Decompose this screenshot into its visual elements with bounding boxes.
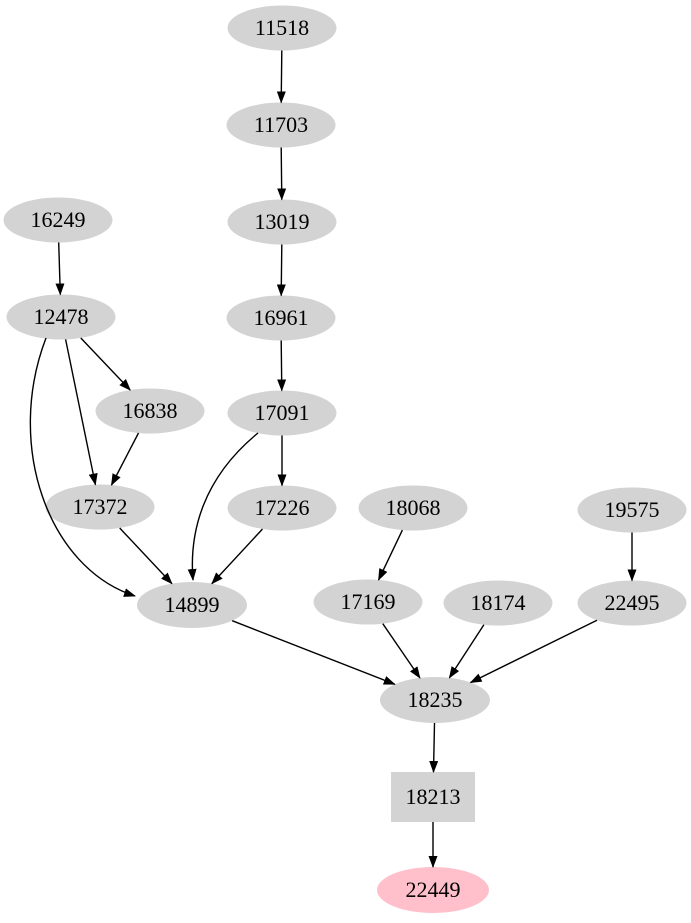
node-label-17091: 17091 [255,400,310,425]
node-label-19575: 19575 [605,497,660,522]
node-18235: 18235 [380,677,490,723]
node-label-11518: 11518 [255,15,309,40]
node-13019: 13019 [227,199,337,245]
edge-17169-18235 [382,623,421,679]
edge-12478-16838 [80,337,131,391]
edge-11518-11703 [276,50,286,104]
node-ellipse-16961 [226,295,336,341]
node-label-13019: 13019 [255,209,310,234]
node-label-17372: 17372 [73,494,128,519]
node-ellipse-17169 [313,579,423,625]
node-ellipse-11518 [227,5,337,51]
node-19575: 19575 [577,487,687,533]
edge-14899-18235 [231,620,396,685]
edge-13019-16961 [276,244,286,297]
node-ellipse-17091 [227,390,337,436]
node-label-22495: 22495 [605,590,660,615]
node-label-16838: 16838 [123,398,178,423]
node-ellipse-13019 [227,199,337,245]
edge-16838-17372 [110,432,140,486]
node-label-18235: 18235 [408,687,463,712]
node-17372: 17372 [45,484,155,530]
node-ellipse-12478 [6,294,116,340]
node-label-12478: 12478 [34,304,89,329]
node-ellipse-22495 [577,580,687,626]
node-ellipse-14899 [137,582,247,628]
edge-22495-18235 [469,619,598,684]
node-label-17169: 17169 [341,589,396,614]
edge-18174-18235 [448,624,485,679]
node-ellipse-16249 [3,197,113,243]
node-label-11703: 11703 [254,112,308,137]
node-16961: 16961 [226,295,336,341]
node-label-16249: 16249 [31,207,86,232]
node-box-18213 [391,772,475,822]
node-label-18068: 18068 [386,495,441,520]
node-16249: 16249 [3,197,113,243]
node-ellipse-22449 [377,867,489,913]
node-12478: 12478 [6,294,116,340]
node-22495: 22495 [577,580,687,626]
edge-12478-17372 [64,339,98,486]
node-ellipse-17372 [45,484,155,530]
node-18068: 18068 [358,485,468,531]
node-ellipse-16838 [95,388,205,434]
node-17169: 17169 [313,579,423,625]
node-label-14899: 14899 [165,592,220,617]
node-ellipse-11703 [226,102,336,148]
edge-18068-17169 [377,529,404,581]
node-ellipse-17226 [227,485,337,531]
node-14899: 14899 [137,582,247,628]
edge-18235-18213 [429,722,439,773]
edge-12478-14899 [29,337,136,597]
node-11703: 11703 [226,102,336,148]
edge-17372-14899 [119,527,173,585]
node-18213: 18213 [391,772,475,822]
node-label-18213: 18213 [406,784,461,809]
edge-17091-14899 [187,432,259,581]
edge-11703-13019 [277,147,287,201]
node-label-18174: 18174 [471,590,526,615]
node-ellipse-18235 [380,677,490,723]
node-label-16961: 16961 [254,305,309,330]
edge-17226-14899 [211,528,264,585]
node-ellipse-19575 [577,487,687,533]
edge-16249-12478 [55,242,65,296]
node-ellipse-18174 [443,580,553,626]
node-ellipse-18068 [358,485,468,531]
node-11518: 11518 [227,5,337,51]
node-18174: 18174 [443,580,553,626]
edge-16961-17091 [277,340,287,392]
node-17226: 17226 [227,485,337,531]
node-label-22449: 22449 [406,877,461,902]
node-label-17226: 17226 [255,495,310,520]
node-16838: 16838 [95,388,205,434]
node-17091: 17091 [227,390,337,436]
node-22449: 22449 [377,867,489,913]
